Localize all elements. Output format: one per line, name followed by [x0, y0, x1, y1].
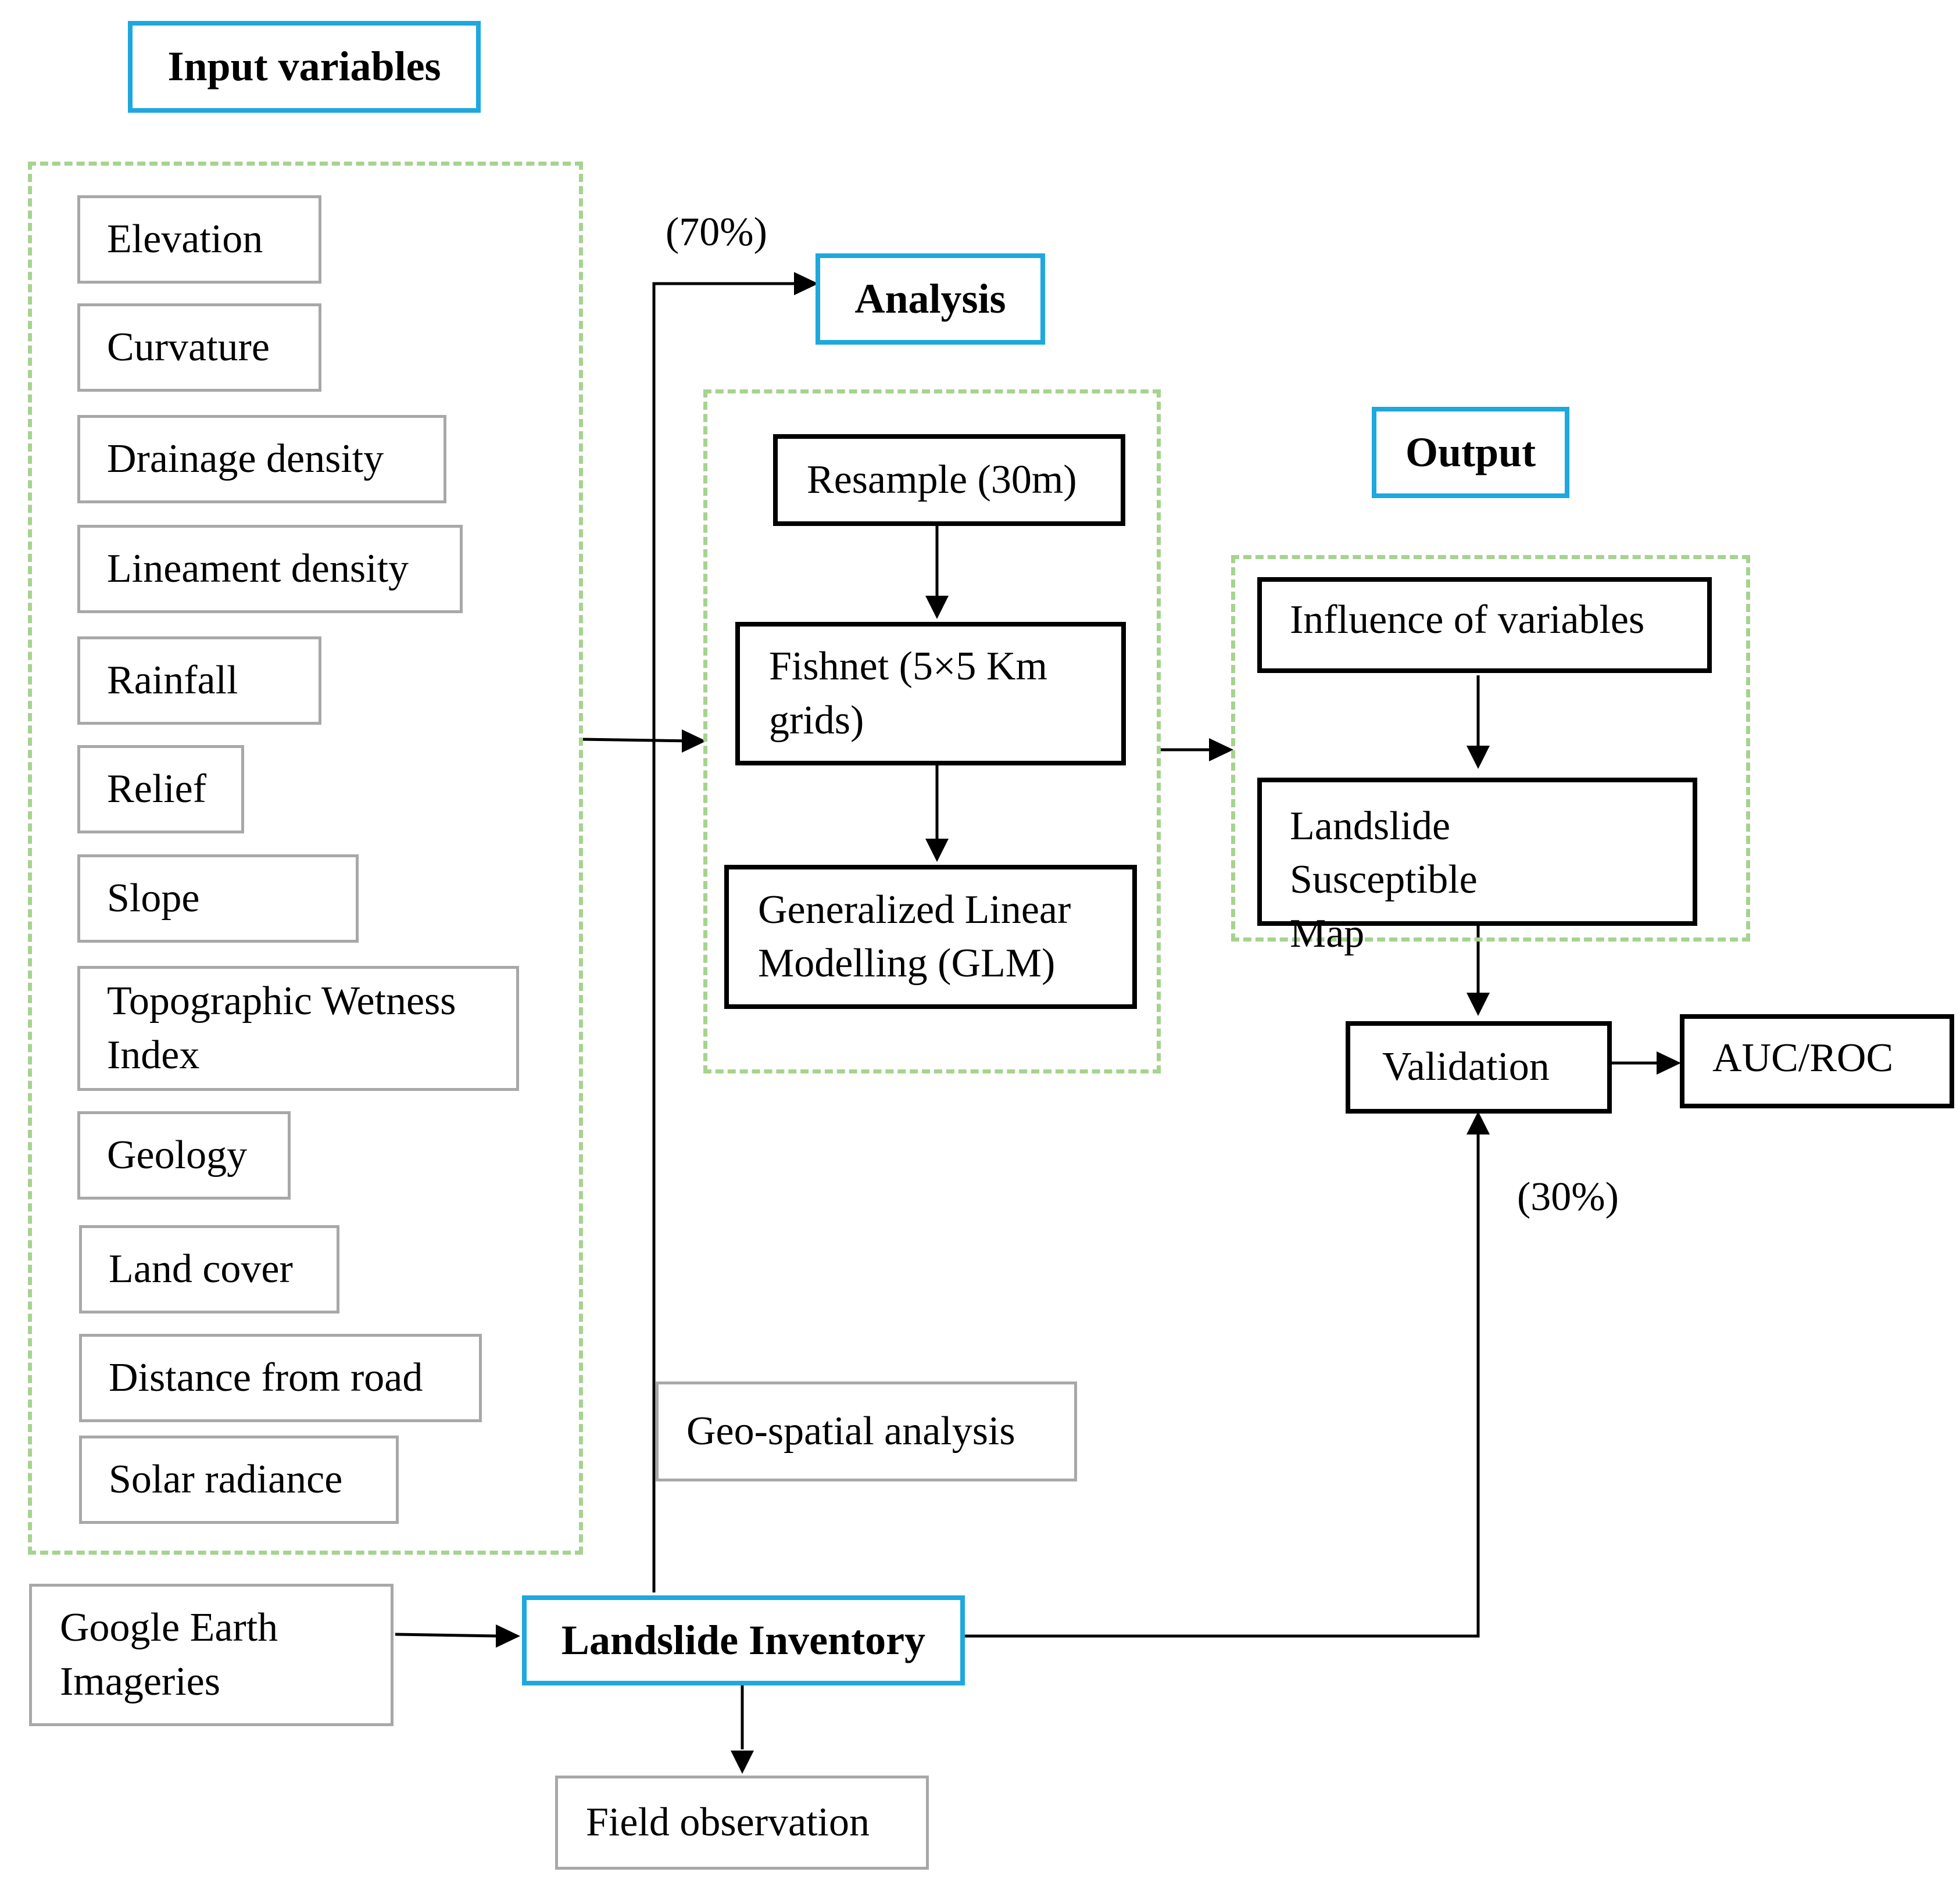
- input-variable-label: Elevation: [107, 216, 263, 262]
- validation-label: Validation: [1382, 1044, 1550, 1090]
- landslide-inventory-label: Landslide Inventory: [561, 1616, 926, 1663]
- arrowhead: [1209, 738, 1233, 761]
- arrow-inventory-to-analysis: [652, 282, 801, 1592]
- geospatial-analysis-box: Geo-spatial analysis: [656, 1381, 1077, 1481]
- output-header: Output: [1372, 407, 1569, 498]
- arrowhead: [682, 729, 706, 753]
- input-variable-box: Land cover: [79, 1225, 339, 1313]
- train-split-label: (70%): [666, 210, 767, 255]
- influence-box: Influence of variables: [1257, 577, 1712, 673]
- auc-roc-label: AUC/ROC: [1712, 1036, 1894, 1080]
- input-variable-label: Lineament density: [107, 546, 409, 591]
- field-observation-label: Field observation: [586, 1799, 870, 1845]
- auc-roc-box: AUC/ROC: [1680, 1014, 1954, 1108]
- input-variable-box: Solar radiance: [79, 1436, 399, 1524]
- input-variable-label: Topographic Wetness Index: [107, 979, 456, 1078]
- arrowhead: [496, 1624, 520, 1648]
- input-variables-header: Input variables: [128, 21, 481, 113]
- input-variable-box: Lineament density: [77, 525, 463, 613]
- input-variable-label: Distance from road: [109, 1355, 423, 1400]
- input-variable-label: Geology: [107, 1132, 248, 1177]
- arrowhead: [731, 1751, 754, 1774]
- arrow-inventory-to-validation: [964, 1130, 1480, 1638]
- fishnet-box: Fishnet (5×5 Km grids): [735, 622, 1126, 765]
- input-variables-header-label: Input variables: [167, 43, 441, 90]
- output-group: [1231, 555, 1750, 942]
- landslide-inventory-box: Landslide Inventory: [522, 1595, 965, 1685]
- input-variable-box: Geology: [77, 1111, 291, 1200]
- input-variable-label: Slope: [107, 875, 200, 921]
- arrowhead: [1467, 746, 1490, 769]
- google-earth-box: Google Earth Imageries: [29, 1584, 394, 1726]
- analysis-group: [703, 389, 1161, 1073]
- input-variable-label: Curvature: [107, 324, 270, 370]
- input-variable-box: Slope: [77, 854, 359, 943]
- validation-box: Validation: [1346, 1021, 1612, 1114]
- arrowhead: [794, 272, 818, 295]
- glm-label: Generalized Linear Modelling (GLM): [758, 887, 1071, 986]
- test-split-label: (30%): [1517, 1175, 1619, 1219]
- resample-label: Resample (30m): [807, 457, 1077, 502]
- input-variable-label: Drainage density: [107, 436, 384, 481]
- geospatial-analysis-label: Geo-spatial analysis: [686, 1408, 1015, 1454]
- input-variable-box: Drainage density: [77, 415, 446, 503]
- input-variable-box: Elevation: [77, 195, 321, 284]
- arrowhead: [1657, 1051, 1681, 1075]
- glm-box: Generalized Linear Modelling (GLM): [724, 865, 1137, 1009]
- input-variable-label: Relief: [107, 766, 207, 811]
- arrowhead: [1467, 993, 1490, 1016]
- input-variable-box: Relief: [77, 745, 244, 833]
- influence-label: Influence of variables: [1290, 597, 1645, 642]
- analysis-header: Analysis: [816, 253, 1045, 345]
- field-observation-box: Field observation: [555, 1776, 929, 1870]
- input-variable-label: Rainfall: [107, 657, 238, 703]
- input-variables-group: [28, 162, 583, 1555]
- susceptible-map-label: Landslide Susceptible Map: [1290, 804, 1478, 956]
- google-earth-label: Google Earth Imageries: [60, 1605, 278, 1704]
- input-variable-label: Solar radiance: [109, 1456, 343, 1502]
- susceptible-map-box: Landslide Susceptible Map: [1257, 778, 1697, 956]
- resample-box: Resample (30m): [773, 434, 1125, 526]
- input-variable-box: Topographic Wetness Index: [77, 966, 519, 1091]
- input-variable-box: Curvature: [77, 303, 321, 392]
- arrow-input-to-analysis: [581, 738, 695, 743]
- fishnet-label: Fishnet (5×5 Km grids): [769, 644, 1047, 743]
- analysis-header-label: Analysis: [854, 275, 1006, 322]
- output-header-label: Output: [1405, 428, 1536, 475]
- input-variable-box: Distance from road: [79, 1334, 482, 1422]
- input-variable-box: Rainfall: [77, 636, 321, 725]
- arrowhead: [1467, 1111, 1490, 1134]
- input-variable-label: Land cover: [109, 1246, 293, 1291]
- arrow-google-to-inventory: [395, 1633, 500, 1638]
- arrowhead: [925, 596, 949, 619]
- arrowhead: [925, 839, 949, 862]
